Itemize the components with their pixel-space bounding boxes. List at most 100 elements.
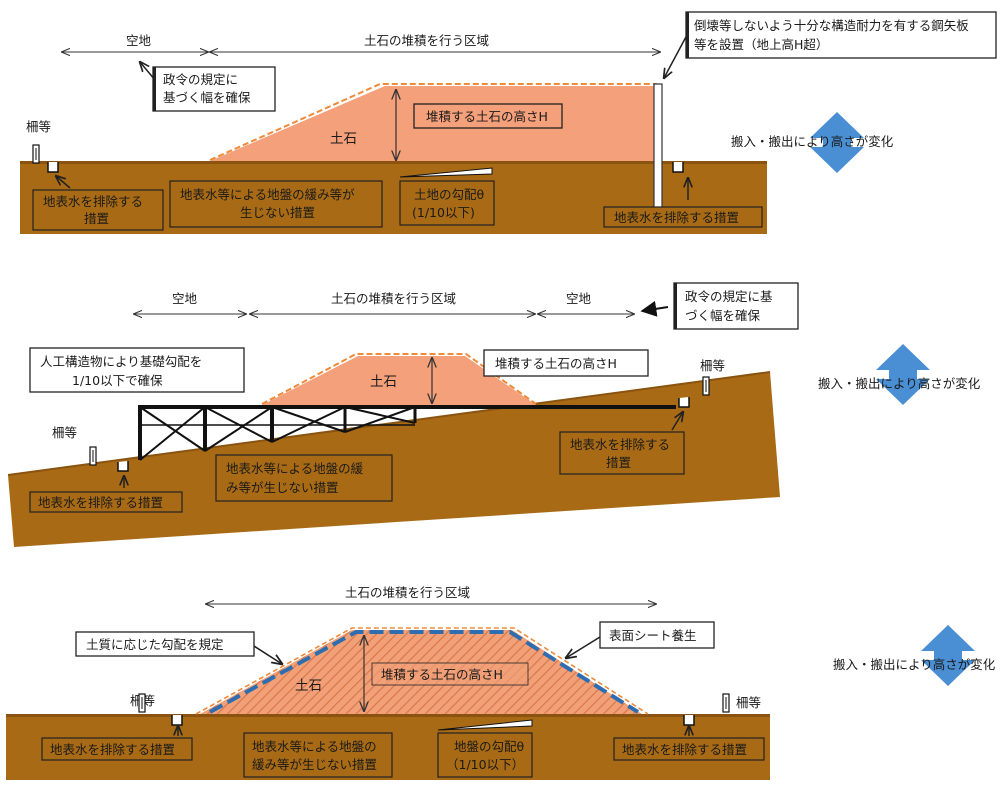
slope-box-line1: 地盤の勾配θ bbox=[454, 739, 524, 754]
height-box-text: 堆積する土石の高さH bbox=[495, 356, 617, 371]
note-width-pointer bbox=[140, 62, 156, 81]
drain-right-box bbox=[613, 737, 765, 761]
slope-box bbox=[399, 180, 495, 226]
sheet-pointer bbox=[566, 636, 601, 658]
drain-left-box bbox=[29, 491, 183, 513]
slope-wedge bbox=[399, 167, 493, 178]
fence-left-icon bbox=[89, 446, 97, 466]
panel-2: 土石 空地 土石の堆積を行う区域 空地 政令の規定に基 づく幅を確保 人工構造物… bbox=[7, 282, 981, 547]
gradient-box-text: 土質に応じた勾配を規定 bbox=[86, 637, 224, 652]
slope-box-line2: （1/10以下） bbox=[446, 757, 524, 772]
soil-outer-dashed bbox=[195, 627, 649, 715]
drain-left-text: 地表水を排除する措置 bbox=[50, 742, 175, 757]
ground-measure-line1: 地表水等による地盤の緩み等が bbox=[180, 187, 355, 202]
note-width-line1: 政令の規定に基 bbox=[685, 289, 773, 304]
drain-left-line1: 地表水を排除する bbox=[43, 194, 143, 209]
fence-right-icon bbox=[722, 693, 730, 713]
soil-label: 土石 bbox=[295, 678, 322, 694]
akichi-right-label: 空地 bbox=[566, 291, 592, 306]
drain-ditch-right bbox=[678, 397, 690, 408]
note-width-box bbox=[152, 66, 276, 112]
gradient-box bbox=[75, 631, 255, 657]
drain-ditch-right bbox=[683, 715, 695, 726]
sheet-box-text: 表面シート養生 bbox=[609, 628, 697, 643]
zone-label: 土石の堆積を行う区域 bbox=[364, 33, 489, 48]
note-width-line2: づく幅を確保 bbox=[685, 308, 761, 323]
ground-measure-line1: 地表水等による地盤の bbox=[252, 739, 377, 754]
ground-measure-line2: 生じない措置 bbox=[240, 205, 315, 220]
height-label: 堆積する土石の高さH bbox=[381, 667, 503, 682]
drain-right-box bbox=[559, 431, 685, 475]
surface-sheet bbox=[209, 630, 640, 714]
drain-left-pointer bbox=[56, 176, 71, 189]
ground-top-edge bbox=[20, 161, 767, 164]
drain-ditch-right bbox=[672, 162, 684, 173]
drain-right-text: 地表水を排除する措置 bbox=[622, 742, 747, 757]
ground-measure-box bbox=[243, 732, 393, 778]
height-change-arrow bbox=[921, 625, 975, 686]
ground-measure-box bbox=[215, 454, 393, 502]
zone-label: 土石の堆積を行う区域 bbox=[331, 291, 456, 306]
drain-ditch-left bbox=[47, 162, 59, 173]
slope-box bbox=[437, 732, 533, 778]
height-box bbox=[413, 103, 563, 129]
ground-measure-line2: み等が生じない措置 bbox=[226, 480, 339, 495]
drain-right-line1: 地表水を排除する bbox=[570, 437, 670, 452]
height-change-arrow bbox=[876, 344, 930, 405]
note-wall-line2: 等を設置（地上高H超） bbox=[694, 37, 828, 52]
fence-right-label: 柵等 bbox=[700, 358, 725, 373]
note-wall-pointer bbox=[664, 34, 688, 78]
gradient-pointer bbox=[253, 645, 282, 664]
note-width-pointer bbox=[640, 300, 669, 317]
steel-sheet-pile bbox=[653, 83, 663, 210]
soil-dashed-edge bbox=[209, 83, 657, 161]
zone-label: 土石の堆積を行う区域 bbox=[345, 585, 470, 600]
truss-structure bbox=[138, 405, 676, 461]
drain-left-line2: 措置 bbox=[84, 211, 109, 226]
note-width-line1: 政令の規定に bbox=[163, 72, 238, 87]
structure-line1: 人工構造物により基礎勾配を bbox=[40, 354, 202, 369]
panel-1: 柵等 空地 土石の堆積を行う区域 政令の規定に 基づく幅を確保 倒壊等しないよう… bbox=[20, 11, 997, 234]
ground-measure-line2: 緩み等が生じない措置 bbox=[252, 757, 377, 772]
height-box bbox=[483, 349, 649, 377]
slope-wedge bbox=[437, 719, 533, 731]
fence-right-icon bbox=[702, 376, 710, 396]
ground-measure-box bbox=[169, 180, 383, 228]
fence-left-icon bbox=[138, 693, 146, 713]
drain-ditch-left bbox=[171, 715, 183, 726]
akichi-left-label: 空地 bbox=[172, 291, 198, 306]
drain-right-box bbox=[603, 206, 763, 228]
height-change-label: 搬入・搬出により高さが変化 bbox=[818, 376, 981, 391]
height-change-label: 搬入・搬出により高さが変化 bbox=[833, 657, 996, 672]
note-wall-line1: 倒壊等しないよう十分な構造耐力を有する鋼矢板 bbox=[694, 18, 969, 33]
note-width-box bbox=[673, 282, 799, 330]
fence-label: 柵等 bbox=[26, 119, 51, 134]
drain-right-line2: 措置 bbox=[606, 455, 631, 470]
drain-left-box bbox=[32, 189, 164, 231]
slope-box-line2: (1/10以下) bbox=[412, 205, 475, 220]
note-width-line2: 基づく幅を確保 bbox=[163, 90, 251, 105]
akichi-label: 空地 bbox=[126, 33, 152, 48]
panel-3: 土石の堆積を行う区域 土質に応じた勾配を規定 表面シート養生 土石 堆積する土石… bbox=[6, 585, 996, 780]
soil-mound bbox=[262, 356, 536, 405]
drain-left-box bbox=[41, 737, 193, 761]
soil-label: 土石 bbox=[370, 374, 397, 390]
height-label-box bbox=[371, 662, 529, 686]
drain-ditch-left bbox=[117, 461, 129, 472]
structure-line2: 1/10以下で確保 bbox=[72, 373, 163, 388]
fence-icon bbox=[32, 144, 40, 164]
soil-label: 土石 bbox=[330, 131, 357, 147]
height-change-arrow bbox=[810, 112, 864, 173]
height-change-label: 搬入・搬出により高さが変化 bbox=[731, 134, 894, 149]
height-box-text: 堆積する土石の高さH bbox=[426, 109, 548, 124]
ground-measure-line1: 地表水等による地盤の緩 bbox=[226, 461, 364, 476]
sloped-ground bbox=[8, 372, 780, 547]
structure-box bbox=[29, 347, 245, 393]
drain-right-pointer bbox=[671, 412, 683, 431]
fence-left-label: 柵等 bbox=[52, 425, 77, 440]
drain-left-text: 地表水を排除する措置 bbox=[38, 495, 163, 510]
slope-box-line1: 土地の勾配θ bbox=[414, 187, 484, 202]
drain-right-text: 地表水を排除する措置 bbox=[614, 210, 739, 225]
